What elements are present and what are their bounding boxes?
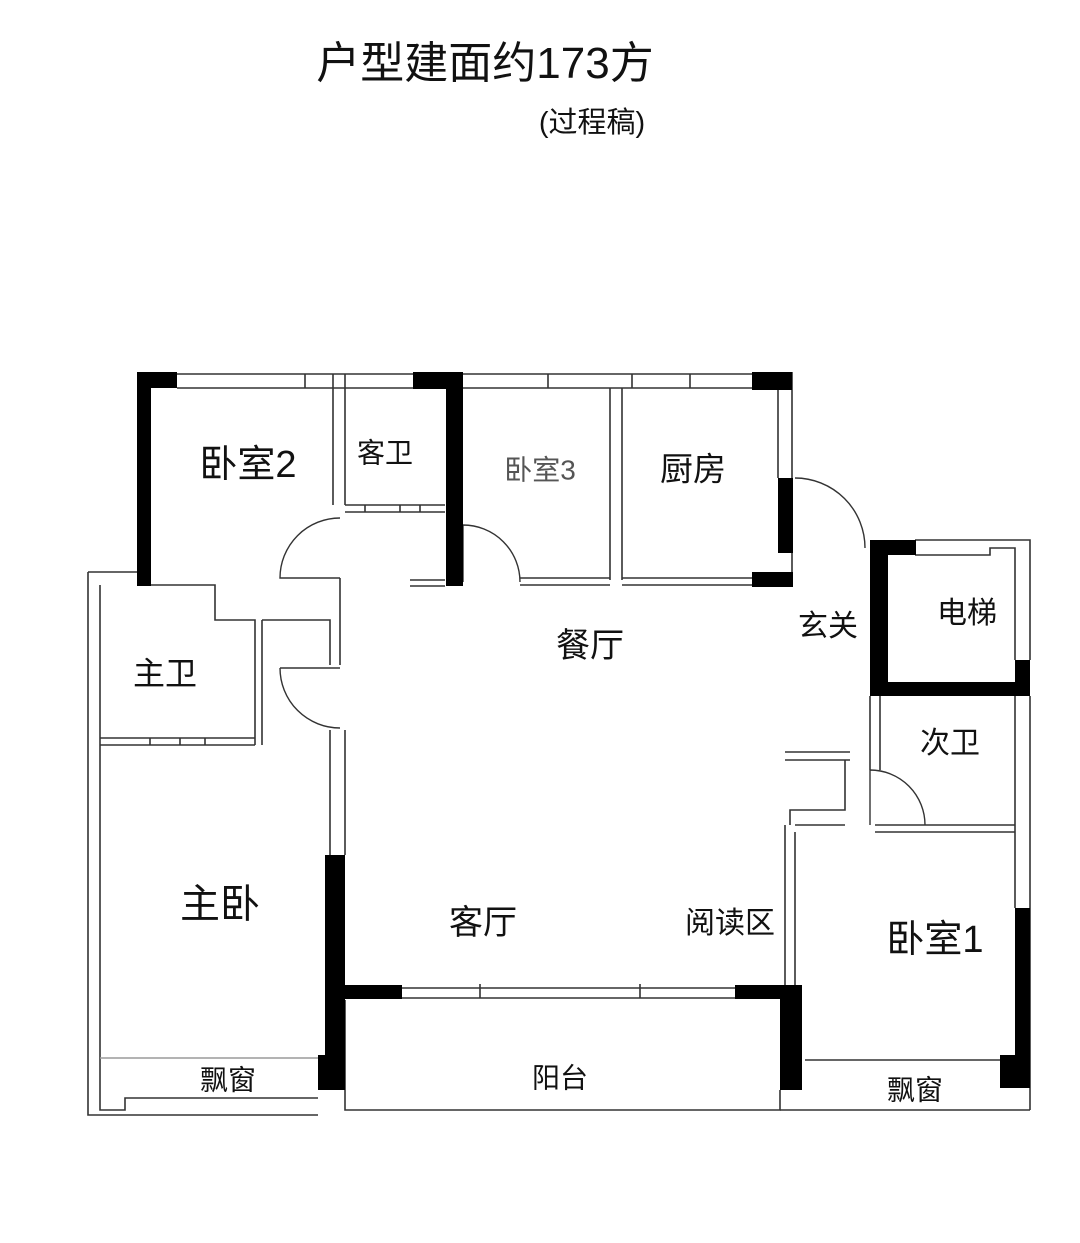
- door-swing-second-bath: [869, 769, 926, 826]
- room-label-kitchen: 厨房: [660, 451, 726, 488]
- room-label-dining: 餐厅: [556, 627, 624, 665]
- wall-segment: [752, 572, 793, 587]
- wall-segment: [1015, 660, 1030, 696]
- room-label-bay-window-right: 飘窗: [887, 1074, 943, 1105]
- room-label-bay-window-left: 飘窗: [200, 1064, 256, 1095]
- plan-subtitle: (过程稿): [539, 106, 645, 139]
- room-labels: 卧室2 客卫 卧室3 厨房 电梯 玄关 餐厅 主卫 次卫 主卧 客厅 阅读区 卧…: [133, 437, 997, 1105]
- wall-segment: [446, 372, 463, 586]
- wall-segment: [1000, 1055, 1030, 1088]
- room-label-bedroom-1: 卧室1: [886, 919, 983, 961]
- wall-segment: [870, 540, 888, 696]
- room-label-living: 客厅: [449, 904, 517, 942]
- wall-segment: [735, 985, 790, 999]
- bedroom3-walls: [520, 388, 752, 586]
- room-label-balcony: 阳台: [532, 1062, 588, 1093]
- window-top-left: [177, 373, 413, 389]
- partition-lines: [87, 372, 1031, 1116]
- second-bath-walls: [869, 696, 1031, 1110]
- door-swing-master-bedroom: [279, 667, 341, 729]
- plan-title: 户型建面约173方: [316, 39, 653, 88]
- wall-segment: [870, 682, 1030, 696]
- foyer-partition: [785, 751, 850, 825]
- wall-segment: [752, 372, 792, 390]
- bedroom2-guestbath-wall: [332, 388, 346, 665]
- room-label-master-bedroom: 主卧: [180, 883, 260, 927]
- wall-segment: [1015, 908, 1030, 1088]
- room-label-elevator: 电梯: [937, 597, 997, 630]
- master-bath-walls: [100, 584, 331, 746]
- room-label-foyer: 玄关: [798, 610, 858, 643]
- wall-segment: [325, 855, 345, 1090]
- door-swing-bedroom3: [462, 524, 521, 583]
- structural-walls: [137, 372, 1030, 1090]
- wall-segment: [778, 478, 793, 553]
- guest-bath-sliding-door: [345, 504, 445, 587]
- living-window: [400, 984, 735, 999]
- door-swing-bedroom2: [279, 517, 341, 579]
- room-label-second-bath: 次卫: [920, 727, 980, 760]
- room-label-bedroom-2: 卧室2: [199, 444, 296, 486]
- room-label-guest-bath: 客卫: [357, 437, 413, 468]
- wall-segment: [780, 985, 802, 1090]
- bedroom1-walls: [784, 824, 1015, 985]
- balcony-outline: [344, 1000, 781, 1111]
- room-label-bedroom-3: 卧室3: [504, 454, 576, 485]
- wall-segment: [137, 372, 151, 586]
- door-swing-entry: [794, 477, 866, 549]
- master-bedroom-right-wall: [280, 667, 346, 855]
- wall-segment: [318, 1055, 345, 1090]
- bay-window-right-outline: [780, 1059, 1030, 1111]
- room-label-reading: 阅读区: [685, 907, 775, 940]
- room-label-master-bath: 主卫: [133, 655, 197, 691]
- window-top-right: [458, 373, 752, 389]
- elevator-shaft-lines: [915, 539, 1031, 660]
- wall-segment: [340, 985, 402, 999]
- outer-outline-left: [87, 571, 318, 1116]
